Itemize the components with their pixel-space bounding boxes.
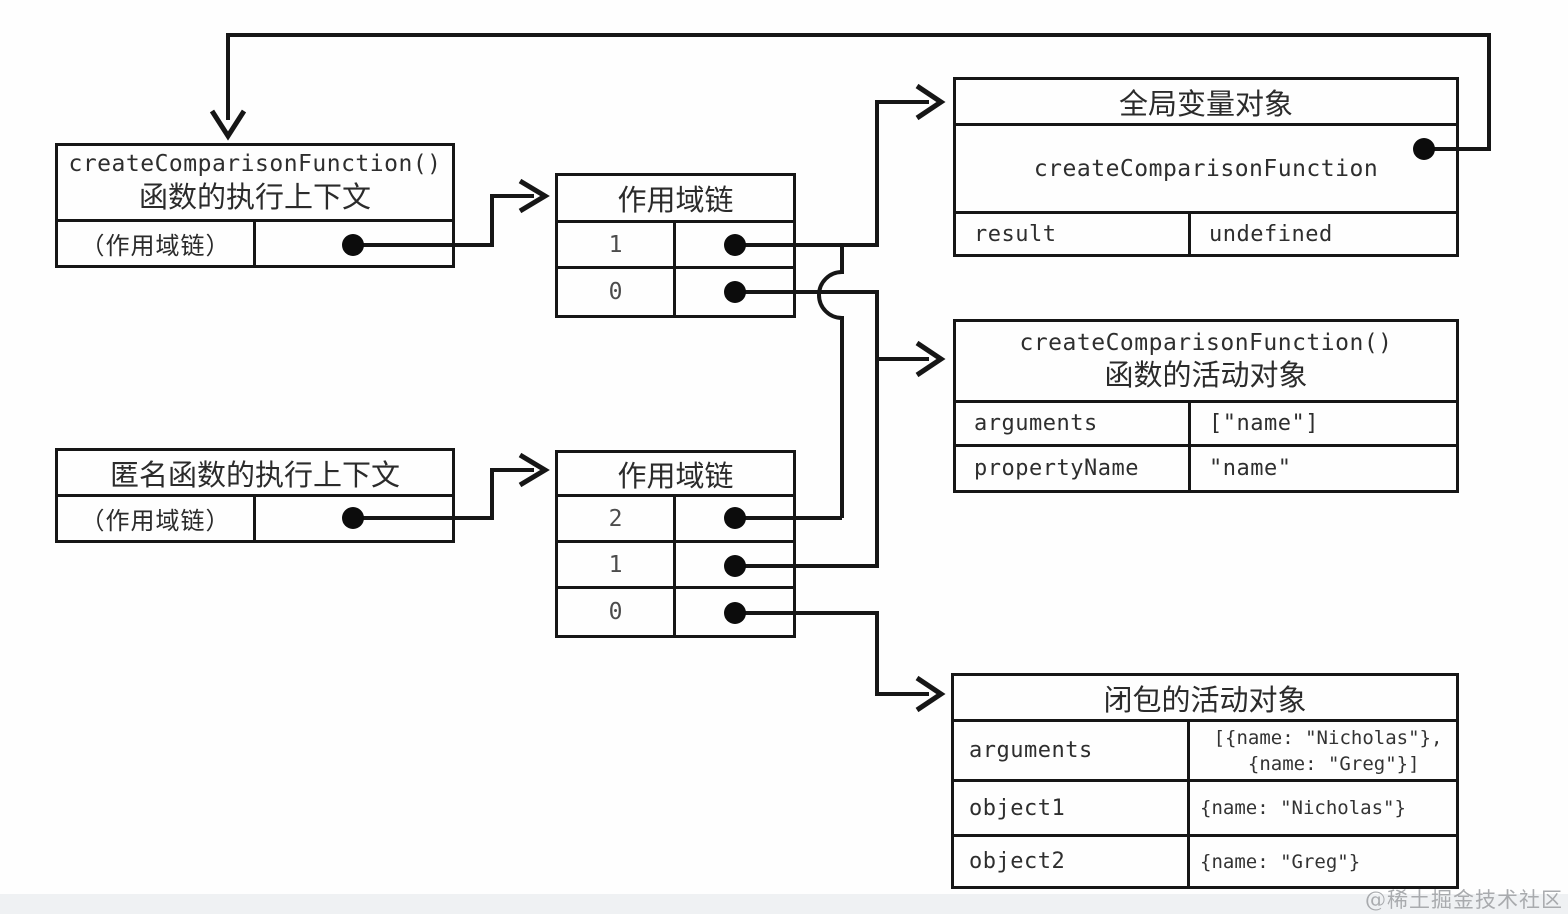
global-fn-name: createComparisonFunction: [956, 126, 1456, 214]
slot-label: （作用域链）: [58, 497, 256, 540]
chain-index: 0: [558, 589, 676, 635]
watermark: @稀土掘金技术社区: [1365, 888, 1563, 912]
arrow-right-icon: [915, 675, 946, 713]
box-cc-activation-object: createComparisonFunction() 函数的活动对象 argum…: [953, 319, 1459, 493]
var-value: {name: "Nicholas"}: [1200, 797, 1406, 819]
bottom-band: [0, 894, 1568, 914]
var-key: object2: [954, 837, 1190, 886]
chain-row: 1: [558, 223, 793, 269]
scope-chain-header: 作用域链: [558, 176, 793, 223]
var-key: result: [956, 214, 1191, 254]
box-anon-execution-context: 匿名函数的执行上下文 （作用域链）: [55, 448, 455, 543]
pointer-cell: [256, 497, 452, 540]
var-key: arguments: [956, 403, 1191, 444]
box-global-variable-object: 全局变量对象 createComparisonFunction result u…: [953, 77, 1459, 257]
chain-row: 1: [558, 543, 793, 589]
value-line-1: [{name: "Nicholas"},: [1213, 726, 1443, 749]
pointer-cell: [676, 223, 793, 266]
pointer-cell: [256, 222, 452, 265]
slot-label: （作用域链）: [58, 222, 256, 265]
table-row: result undefined: [956, 214, 1456, 254]
table-row: propertyName "name": [956, 447, 1456, 490]
box-title-cn: 闭包的活动对象: [954, 676, 1456, 722]
box-title-code: createComparisonFunction(): [68, 151, 442, 177]
box-cc-execution-context: createComparisonFunction() 函数的执行上下文 （作用域…: [55, 143, 455, 268]
pointer-cell: [676, 589, 793, 635]
var-value: "name": [1209, 456, 1292, 481]
chain-index: 2: [558, 497, 676, 540]
chain-row: 0: [558, 589, 793, 635]
box-title-cn: 匿名函数的执行上下文: [58, 451, 452, 497]
table-row: object1 {name: "Nicholas"}: [954, 782, 1456, 837]
arrow-right-icon: [518, 452, 550, 488]
box-title: createComparisonFunction() 函数的执行上下文: [58, 146, 452, 222]
chain-index: 1: [558, 543, 676, 586]
table-row: object2 {name: "Greg"}: [954, 837, 1456, 886]
box-title-cn: 函数的执行上下文: [138, 179, 371, 214]
box-title-cn: 函数的活动对象: [1104, 358, 1308, 393]
chain-row: 0: [558, 269, 793, 315]
pointer-cell: [676, 497, 793, 540]
var-value: undefined: [1209, 221, 1333, 247]
arrow-right-icon: [915, 340, 946, 378]
box-title-code: createComparisonFunction(): [1019, 329, 1393, 356]
var-key: propertyName: [956, 447, 1191, 490]
scope-chain-slot-row: （作用域链）: [58, 497, 452, 540]
box-title-cn: 全局变量对象: [956, 80, 1456, 126]
pointer-cell: [676, 269, 793, 315]
value-line-2: {name: "Greg"}]: [1236, 752, 1420, 775]
chain-index: 1: [558, 223, 676, 266]
box-scope-chain-a: 作用域链 1 0: [555, 173, 796, 318]
box-closure-activation-object: 闭包的活动对象 arguments [{name: "Nicholas"}, {…: [951, 673, 1459, 889]
arrow-right-icon: [915, 83, 946, 121]
table-row: arguments [{name: "Nicholas"}, {name: "G…: [954, 722, 1456, 782]
arrow-right-icon: [518, 178, 550, 214]
pointer-cell: [676, 543, 793, 586]
box-scope-chain-b: 作用域链 2 1 0: [555, 450, 796, 638]
var-key: object1: [954, 782, 1190, 834]
scope-chain-slot-row: （作用域链）: [58, 222, 452, 265]
var-value: {name: "Greg"}: [1200, 850, 1361, 873]
chain-row: 2: [558, 497, 793, 543]
scope-chain-header: 作用域链: [558, 453, 793, 497]
var-value: [{name: "Nicholas"}, {name: "Greg"}]: [1190, 722, 1456, 779]
var-value: ["name"]: [1209, 411, 1319, 436]
chain-index: 0: [558, 269, 676, 315]
var-key: arguments: [954, 722, 1190, 779]
table-row: arguments ["name"]: [956, 403, 1456, 447]
arrow-down-icon: [209, 109, 247, 141]
box-title: createComparisonFunction() 函数的活动对象: [956, 322, 1456, 403]
